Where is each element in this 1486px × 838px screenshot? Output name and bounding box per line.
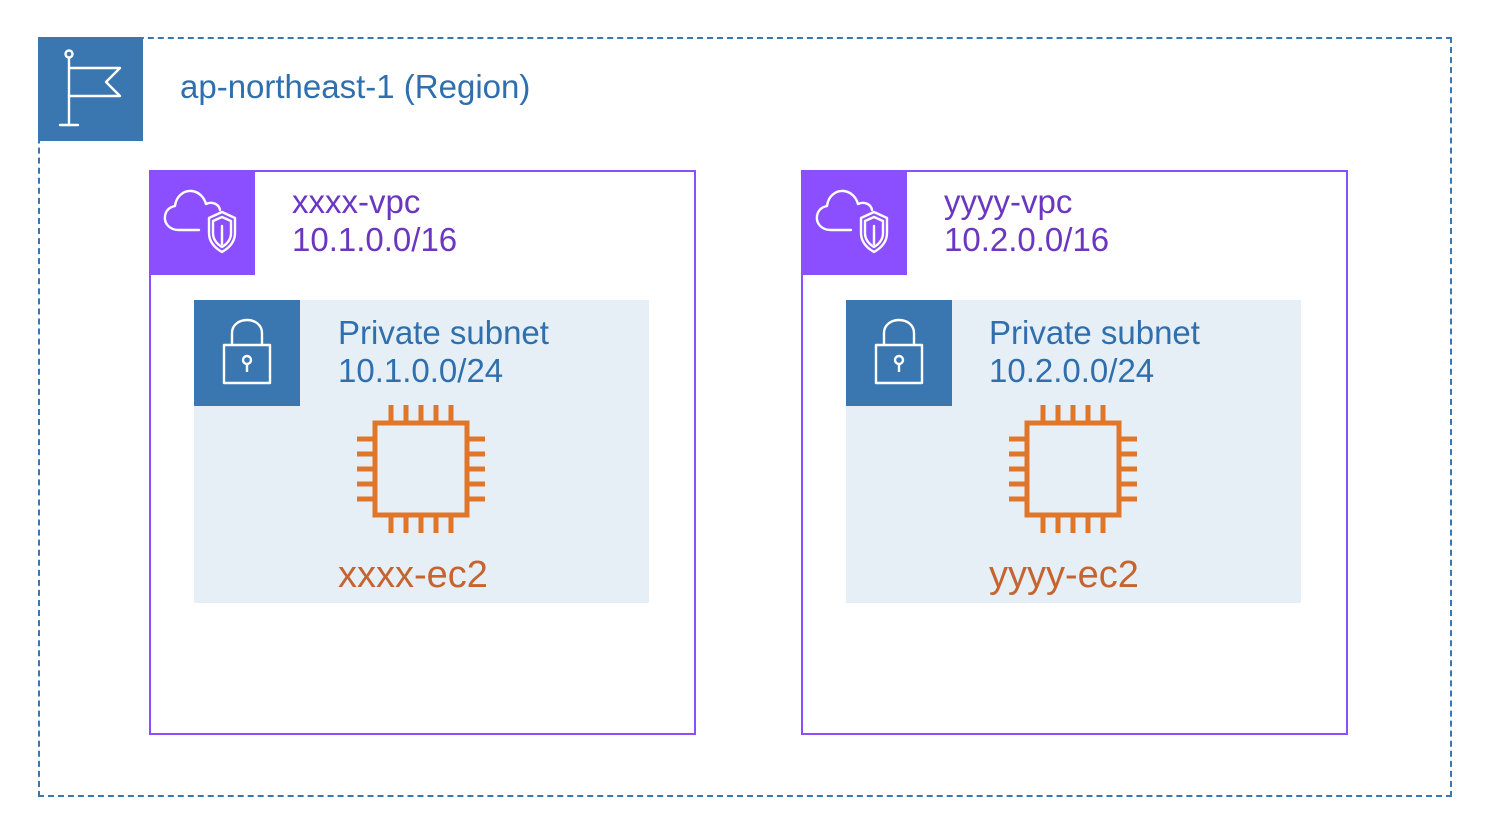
vpc-group-yyyy — [801, 170, 1348, 735]
ec2-instance-xxxx — [354, 402, 488, 536]
subnet-cidr: 10.1.0.0/24 — [338, 352, 504, 389]
flag-icon — [58, 49, 122, 127]
vpc-group-xxxx — [149, 170, 696, 735]
cloud-shield-icon — [815, 189, 889, 254]
subnet-name: Private subnet — [989, 314, 1200, 351]
lock-icon — [874, 318, 924, 385]
vpc-badge-yyyy — [801, 170, 907, 275]
ec2-name: yyyy-ec2 — [989, 554, 1139, 596]
ec2-instance-yyyy — [1006, 402, 1140, 536]
vpc-name: xxxx-vpc — [292, 183, 421, 220]
subnet-badge-yyyy — [846, 300, 952, 406]
vpc-cidr: 10.2.0.0/16 — [944, 221, 1110, 258]
subnet-badge-xxxx — [194, 300, 300, 406]
chip-icon — [1009, 405, 1137, 533]
region-badge — [38, 37, 143, 141]
ec2-name: xxxx-ec2 — [338, 554, 488, 596]
chip-icon — [357, 405, 485, 533]
region-label: ap-northeast-1 (Region) — [180, 68, 531, 105]
subnet-name: Private subnet — [338, 314, 549, 351]
vpc-cidr: 10.1.0.0/16 — [292, 221, 458, 258]
region-group — [38, 37, 1452, 797]
cloud-shield-icon — [163, 189, 237, 254]
subnet-cidr: 10.2.0.0/24 — [989, 352, 1155, 389]
vpc-badge-xxxx — [149, 170, 255, 275]
lock-icon — [222, 318, 272, 385]
vpc-name: yyyy-vpc — [944, 183, 1073, 220]
